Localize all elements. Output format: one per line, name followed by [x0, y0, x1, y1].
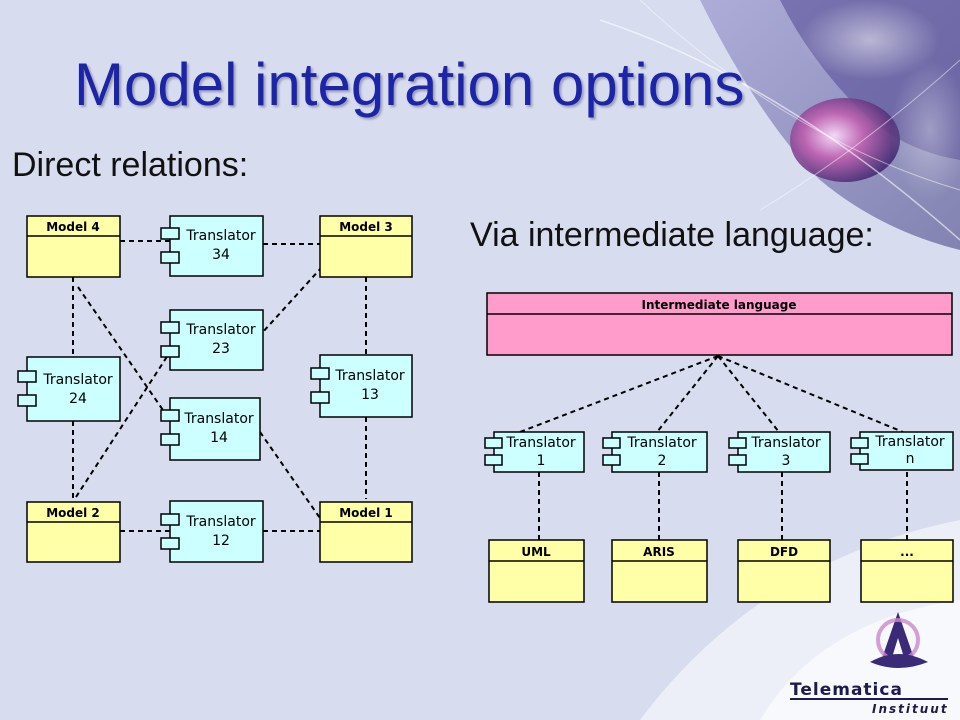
- model-3-label: Model 3: [339, 220, 393, 234]
- page-title: Model integration options: [74, 51, 745, 118]
- via-translator-3: Translator 3: [728, 431, 831, 473]
- direct-relations-heading: Direct relations:: [12, 146, 249, 184]
- via-model-uml: UML: [488, 539, 585, 603]
- translator-23-id: 23: [212, 341, 230, 357]
- via-translator-1-id: 1: [537, 453, 546, 469]
- via-translator-n-id: n: [906, 451, 915, 467]
- intermediate-language-diagram: Intermediate language Translator 1 Trans…: [484, 292, 954, 603]
- via-model-aris-label: ARIS: [643, 545, 675, 559]
- translator-23-label: Translator: [185, 322, 256, 338]
- translator-34-id: 34: [212, 247, 230, 263]
- via-model-more: ...: [860, 539, 954, 603]
- via-translator-3-label: Translator: [750, 435, 821, 451]
- translator-24-id: 24: [69, 391, 87, 407]
- translator-13-label: Translator: [334, 368, 405, 384]
- via-translator-1: Translator 1: [484, 431, 585, 473]
- translator-14: Translator 14: [160, 397, 261, 461]
- intermediate-language-box: Intermediate language: [486, 292, 953, 356]
- model-4-box: Model 4: [26, 215, 121, 278]
- translator-12-id: 12: [212, 533, 230, 549]
- model-4-label: Model 4: [46, 220, 100, 234]
- via-translator-2-id: 2: [658, 453, 667, 469]
- via-model-aris: ARIS: [611, 539, 708, 603]
- via-model-more-label: ...: [900, 545, 914, 559]
- translator-14-id: 14: [210, 430, 228, 446]
- via-intermediate-heading: Via intermediate language:: [470, 216, 874, 254]
- translator-34: Translator 34: [160, 215, 264, 277]
- direct-relations-diagram: Model 4 Model 3 Model 2 Model 1: [17, 215, 413, 563]
- translator-13-id: 13: [361, 387, 379, 403]
- via-model-uml-label: UML: [521, 545, 551, 559]
- translator-24-label: Translator: [42, 372, 113, 388]
- translator-14-label: Translator: [183, 411, 254, 427]
- via-translator-2: Translator 2: [602, 431, 708, 473]
- translator-34-label: Translator: [185, 228, 256, 244]
- model-1-box: Model 1: [319, 501, 413, 563]
- translator-12-label: Translator: [185, 514, 256, 530]
- via-model-dfd: DFD: [737, 539, 831, 603]
- model-2-label: Model 2: [46, 506, 100, 520]
- via-translator-n-label: Translator: [874, 434, 945, 450]
- logo-name: Telematica: [790, 680, 903, 700]
- model-2-box: Model 2: [26, 501, 121, 563]
- via-translator-1-label: Translator: [505, 435, 576, 451]
- translator-24: Translator 24: [17, 356, 121, 422]
- via-translator-n: Translator n: [850, 431, 954, 471]
- logo-emblem-icon: [870, 612, 928, 668]
- via-connectors: [519, 355, 908, 540]
- model-1-label: Model 1: [339, 506, 393, 520]
- via-translator-2-label: Translator: [626, 435, 697, 451]
- translator-13: Translator 13: [310, 354, 413, 418]
- translator-12: Translator 12: [160, 500, 264, 563]
- translator-23: Translator 23: [160, 309, 264, 371]
- logo-sub: Instituut: [872, 702, 949, 716]
- intermediate-language-label: Intermediate language: [641, 298, 796, 312]
- via-model-dfd-label: DFD: [770, 545, 798, 559]
- via-translator-3-id: 3: [782, 453, 791, 469]
- direct-connectors: [72, 240, 367, 532]
- model-3-box: Model 3: [319, 215, 413, 278]
- telematica-logo: Telematica Instituut: [790, 612, 949, 716]
